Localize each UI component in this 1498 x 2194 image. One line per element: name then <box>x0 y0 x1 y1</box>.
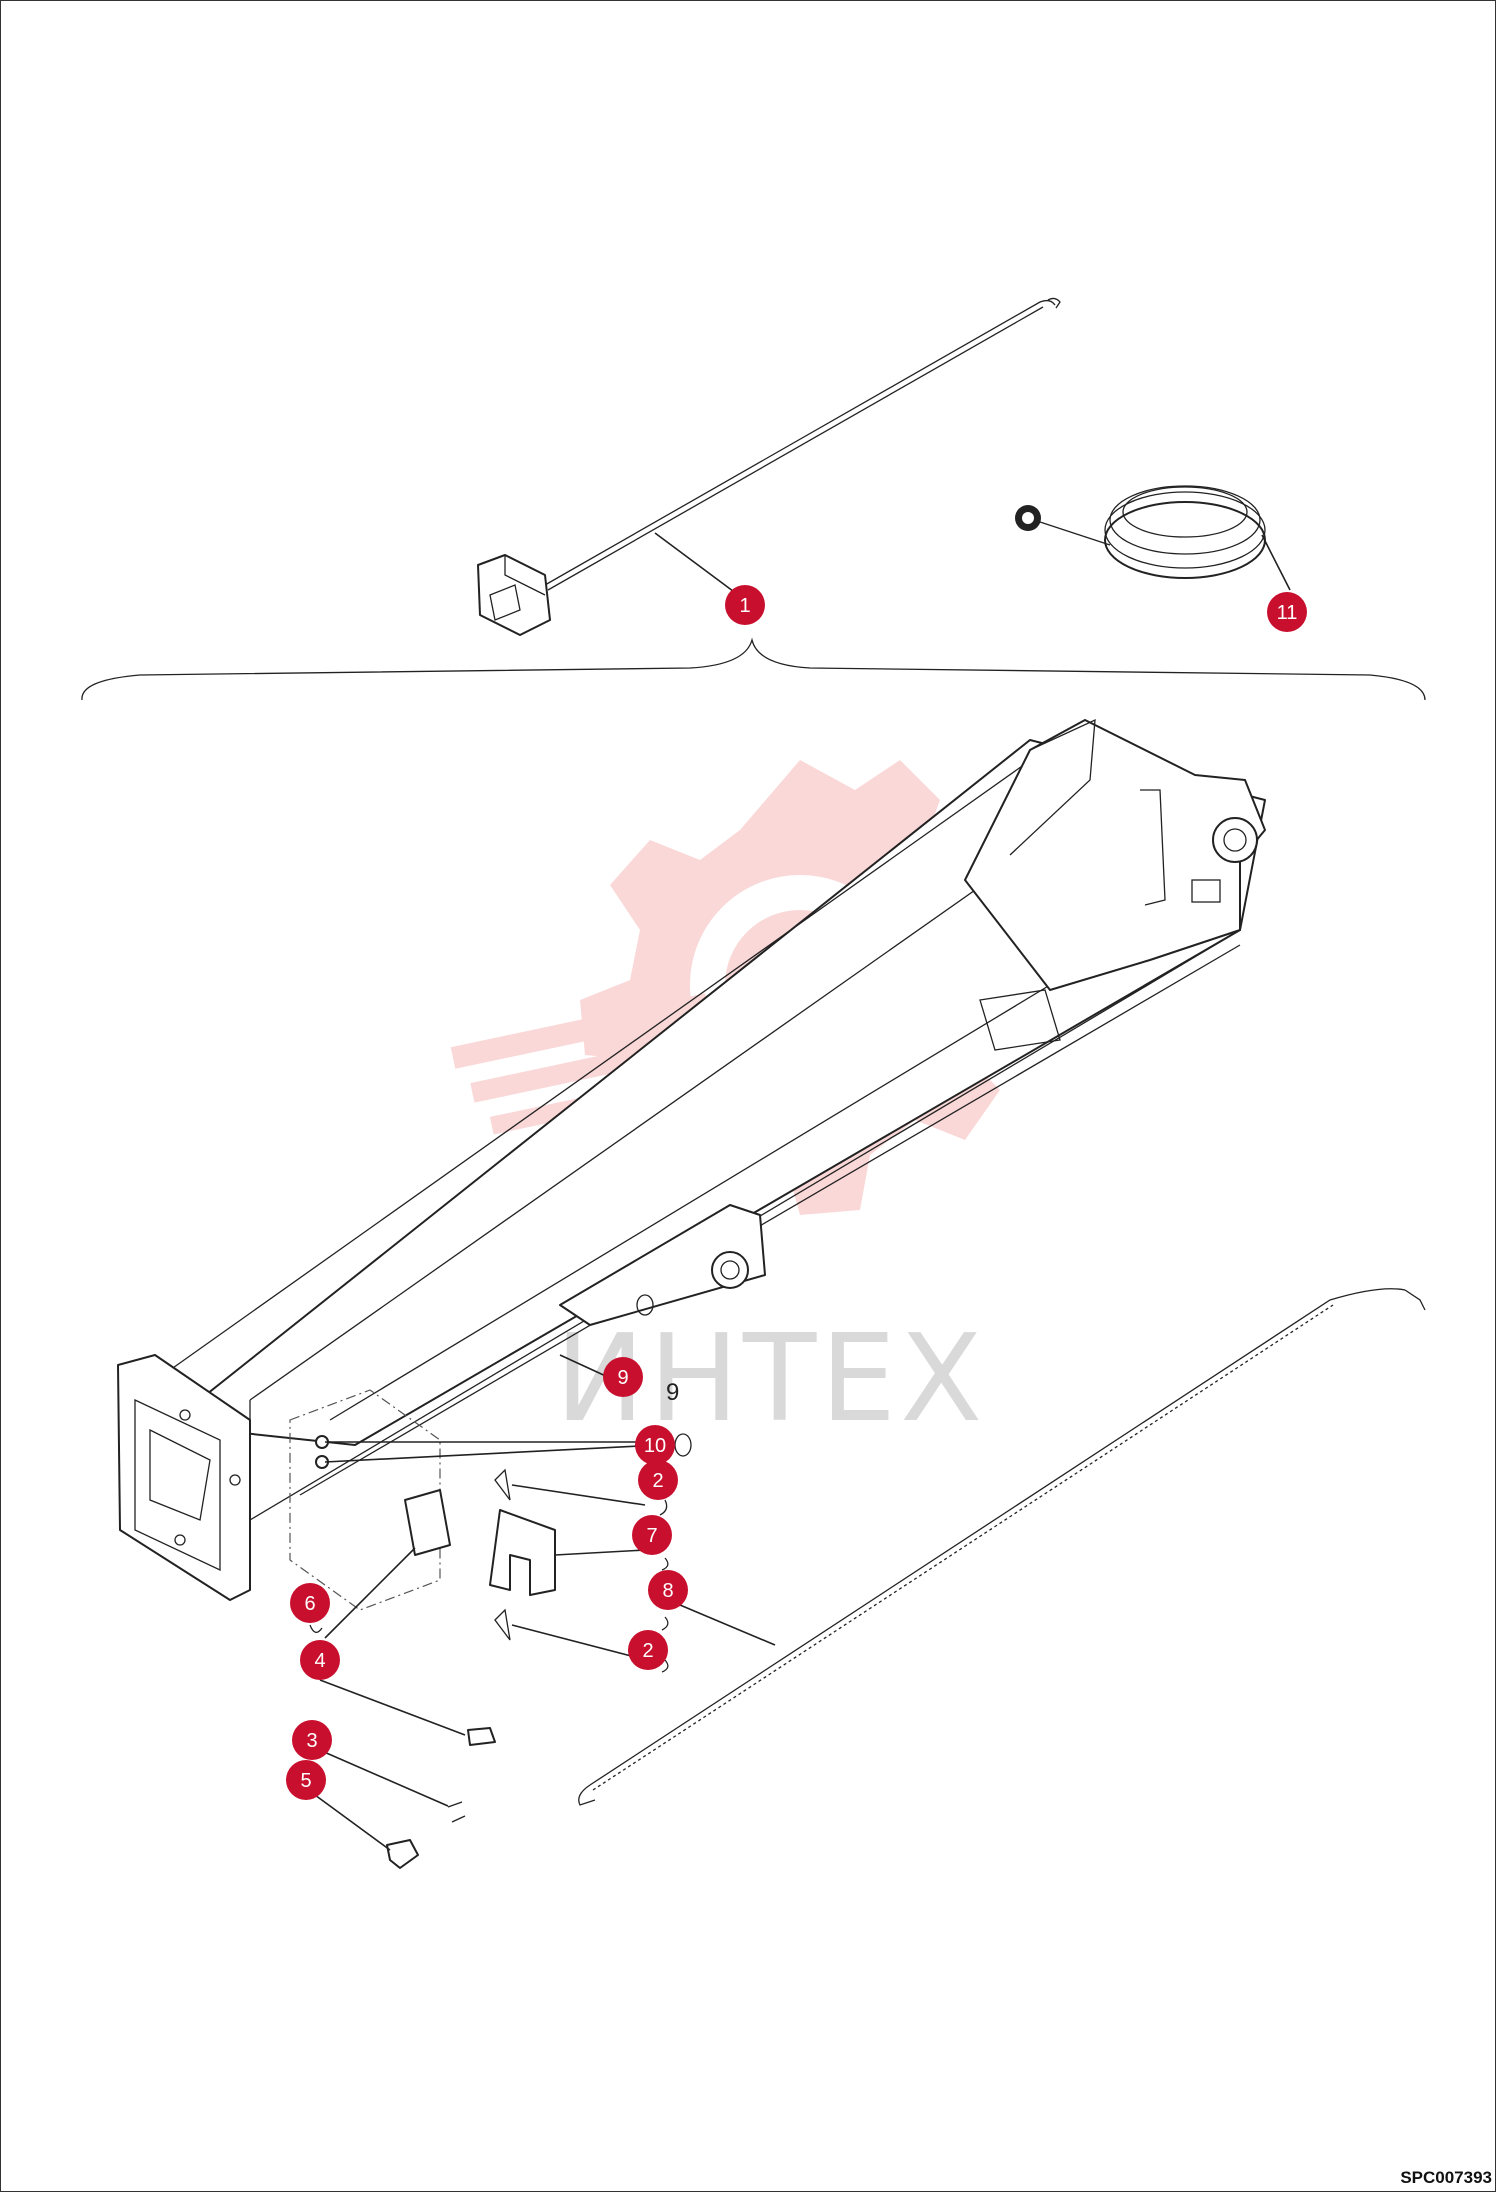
svg-text:9: 9 <box>617 1367 628 1389</box>
long-harness <box>578 1288 1426 1806</box>
callout-7: 7 <box>632 1515 672 1555</box>
svg-text:10: 10 <box>644 1435 666 1457</box>
callout-6: 6 <box>290 1583 330 1623</box>
svg-text:1: 1 <box>739 595 750 617</box>
svg-text:5: 5 <box>300 1770 311 1792</box>
callout-3: 3 <box>292 1720 332 1760</box>
callout-5: 5 <box>286 1760 326 1800</box>
callout-1: 1 <box>725 585 765 625</box>
svg-text:7: 7 <box>646 1525 657 1547</box>
svg-text:9: 9 <box>666 1379 679 1406</box>
document-code: SPC007393 <box>1400 2168 1492 2187</box>
leader-lines <box>314 532 1291 1851</box>
svg-text:2: 2 <box>642 1640 653 1662</box>
svg-text:11: 11 <box>1277 602 1298 624</box>
small-hardware: 9 <box>309 1379 692 1869</box>
harness-assembly <box>477 297 1061 636</box>
svg-text:4: 4 <box>314 1650 325 1672</box>
callout-4: 4 <box>300 1640 340 1680</box>
svg-text:8: 8 <box>662 1580 673 1602</box>
callout-2: 2 <box>638 1460 678 1500</box>
cable-coil <box>1015 485 1266 579</box>
sensor-bracket-area <box>289 1389 556 1641</box>
callout-8: 8 <box>648 1570 688 1610</box>
group-brace <box>81 637 1426 701</box>
svg-text:2: 2 <box>652 1470 663 1492</box>
callout-9: 9 <box>603 1357 643 1397</box>
callout-10: 10 <box>635 1425 675 1465</box>
svg-text:3: 3 <box>306 1730 317 1752</box>
callout-2: 2 <box>628 1630 668 1670</box>
svg-text:6: 6 <box>304 1593 315 1615</box>
boom <box>117 718 1266 1601</box>
callout-11: 11 <box>1267 592 1307 632</box>
